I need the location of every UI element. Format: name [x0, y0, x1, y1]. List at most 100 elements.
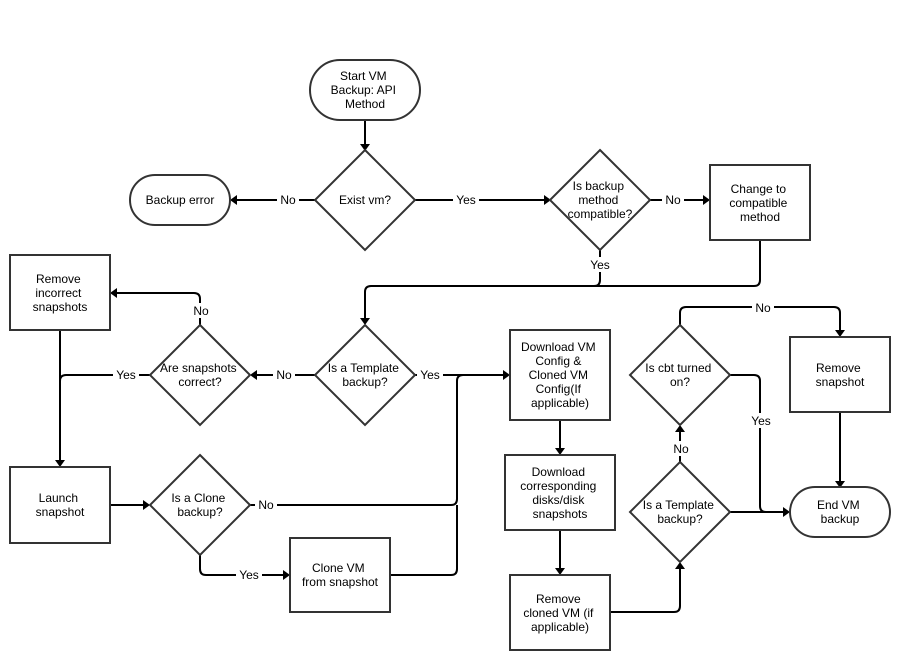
svg-text:Download corresponding: Download corresponding disks/disk snapsh…	[520, 465, 599, 521]
svg-text:Clone VM from snapshot: Clone VM from snapshot	[302, 561, 379, 589]
change-label-line-2: compatible	[729, 196, 787, 210]
arrowhead	[555, 448, 565, 455]
download-config-line-2: Config &	[535, 354, 581, 368]
label-exist-no: No	[277, 192, 299, 207]
svg-text:Remove cloned VM (if: Remove cloned VM (if applicable)	[523, 592, 596, 634]
download-disks-node: Download corresponding disks/disk snapsh…	[504, 454, 616, 531]
change-label-line-3: method	[740, 210, 780, 224]
download-disks-line-4: snapshots	[533, 507, 588, 521]
arrowhead	[835, 481, 845, 488]
label-clone-no: No	[255, 497, 277, 512]
arrowhead	[110, 288, 117, 298]
exist-vm-label: Exist vm?	[339, 193, 391, 207]
svg-text:Exist vm?: Exist vm?	[339, 193, 391, 207]
end-node: End VM backup	[789, 486, 891, 538]
svg-text:Is cbt turned on?: Is cbt turned on?	[645, 361, 714, 389]
label-compat-no: No	[662, 192, 684, 207]
change-method-node: Change to compatible method	[709, 164, 811, 241]
arrowhead	[360, 144, 370, 151]
start-label-line-3: Method	[345, 97, 385, 111]
edge-clone-vm-to-download	[390, 505, 458, 576]
svg-text:Remove snapshot: Remove snapshot	[816, 361, 865, 389]
download-disks-line-2: corresponding	[520, 479, 596, 493]
arrowhead	[230, 195, 237, 205]
start-label-line-2: Backup: API	[331, 83, 396, 97]
svg-text:Is backup method: Is backup method compatible?	[568, 179, 633, 221]
svg-text:Is a Template backup?: Is a Template backup?	[328, 361, 403, 389]
edge-snapshots-to-launch	[59, 374, 150, 382]
label-template1-no: No	[273, 367, 295, 382]
snapshots-label-line-2: correct?	[178, 375, 222, 389]
svg-text:Yes: Yes	[751, 414, 771, 428]
exist-vm-decision: Exist vm?	[313, 148, 417, 252]
remove-snapshot-node: Remove snapshot	[789, 336, 891, 413]
clone-label-line-1: Is a Clone	[171, 491, 225, 505]
download-config-line-5: applicable)	[531, 396, 589, 410]
arrowhead	[360, 318, 370, 325]
edge-remove-cloned-to-template2	[610, 569, 681, 613]
clone-vm-line-1: Clone VM	[312, 561, 365, 575]
remove-snapshot-line-1: Remove	[816, 361, 861, 375]
svg-text:Are snapshots correct?: Are snapshots correct?	[160, 361, 240, 389]
arrowhead	[55, 460, 65, 467]
download-config-line-1: Download VM	[521, 340, 596, 354]
remove-incorrect-line-1: Remove	[36, 272, 81, 286]
svg-text:No: No	[276, 368, 292, 382]
remove-incorrect-node: Remove incorrect snapshots	[9, 254, 111, 331]
download-config-node: Download VM Config & Cloned VM Config(If…	[509, 329, 611, 421]
svg-text:No: No	[193, 304, 209, 318]
remove-cloned-line-3: applicable)	[531, 620, 589, 634]
launch-snapshot-node: Launch snapshot	[9, 466, 111, 544]
label-clone-yes: Yes	[236, 567, 262, 582]
svg-text:Remove incorrect: Remove incorrect snapshots	[33, 272, 88, 314]
svg-text:Is a Template backup?: Is a Template backup?	[643, 498, 718, 526]
svg-text:No: No	[755, 301, 771, 315]
svg-text:No: No	[258, 498, 274, 512]
svg-text:Download VM Config &: Download VM Config & Cloned VM Config(If…	[521, 340, 599, 410]
label-snapshots-yes: Yes	[113, 367, 139, 382]
svg-text:Yes: Yes	[456, 193, 476, 207]
edge-change-to-template	[594, 240, 761, 287]
arrowhead	[283, 570, 290, 580]
template1-label-line-1: Is a Template	[328, 361, 399, 375]
cbt-decision: Is cbt turned on?	[628, 323, 732, 427]
label-snapshots-no: No	[190, 303, 212, 318]
arrowhead	[675, 425, 685, 432]
remove-cloned-line-1: Remove	[536, 592, 581, 606]
svg-text:Start VM Backup: API: Start VM Backup: API Method	[331, 69, 400, 111]
arrowhead	[250, 370, 257, 380]
svg-text:Launch snapshot: Launch snapshot	[36, 491, 85, 519]
arrowhead	[143, 500, 150, 510]
clone-vm-line-2: from snapshot	[302, 575, 379, 589]
download-disks-line-1: Download	[532, 465, 585, 479]
svg-text:No: No	[673, 442, 689, 456]
svg-text:End VM backup: End VM backup	[817, 498, 863, 526]
download-config-line-4: Config(If	[536, 382, 582, 396]
arrowhead	[503, 370, 510, 380]
svg-text:Change to compatible: Change to compatible method	[729, 182, 790, 224]
launch-label-line-2: snapshot	[36, 505, 85, 519]
svg-text:Yes: Yes	[116, 368, 136, 382]
snapshots-label-line-1: Are snapshots	[160, 361, 237, 375]
compatible-label-line-3: compatible?	[568, 207, 633, 221]
svg-text:No: No	[280, 193, 296, 207]
cbt-label-line-2: on?	[670, 375, 690, 389]
svg-text:Is a Clone backup?: Is a Clone backup?	[171, 491, 228, 519]
label-template1-yes: Yes	[417, 367, 443, 382]
download-config-line-3: Cloned VM	[529, 368, 588, 382]
template2-label-line-2: backup?	[657, 512, 703, 526]
end-label-line-1: End VM	[817, 498, 860, 512]
template1-label-line-2: backup?	[342, 375, 388, 389]
backup-error-node: Backup error	[129, 174, 231, 226]
edge-clone-q-to-clone-vm	[199, 555, 283, 576]
arrowhead	[783, 507, 790, 517]
compatible-label-line-1: Is backup	[573, 179, 625, 193]
compatible-label-line-2: method	[578, 193, 618, 207]
download-disks-line-3: disks/disk	[532, 493, 585, 507]
clone-label-line-2: backup?	[177, 505, 223, 519]
template-decision-1: Is a Template backup?	[313, 323, 417, 427]
start-label-line-1: Start VM	[340, 69, 387, 83]
backup-error-label: Backup error	[146, 193, 215, 207]
svg-text:Yes: Yes	[239, 568, 259, 582]
